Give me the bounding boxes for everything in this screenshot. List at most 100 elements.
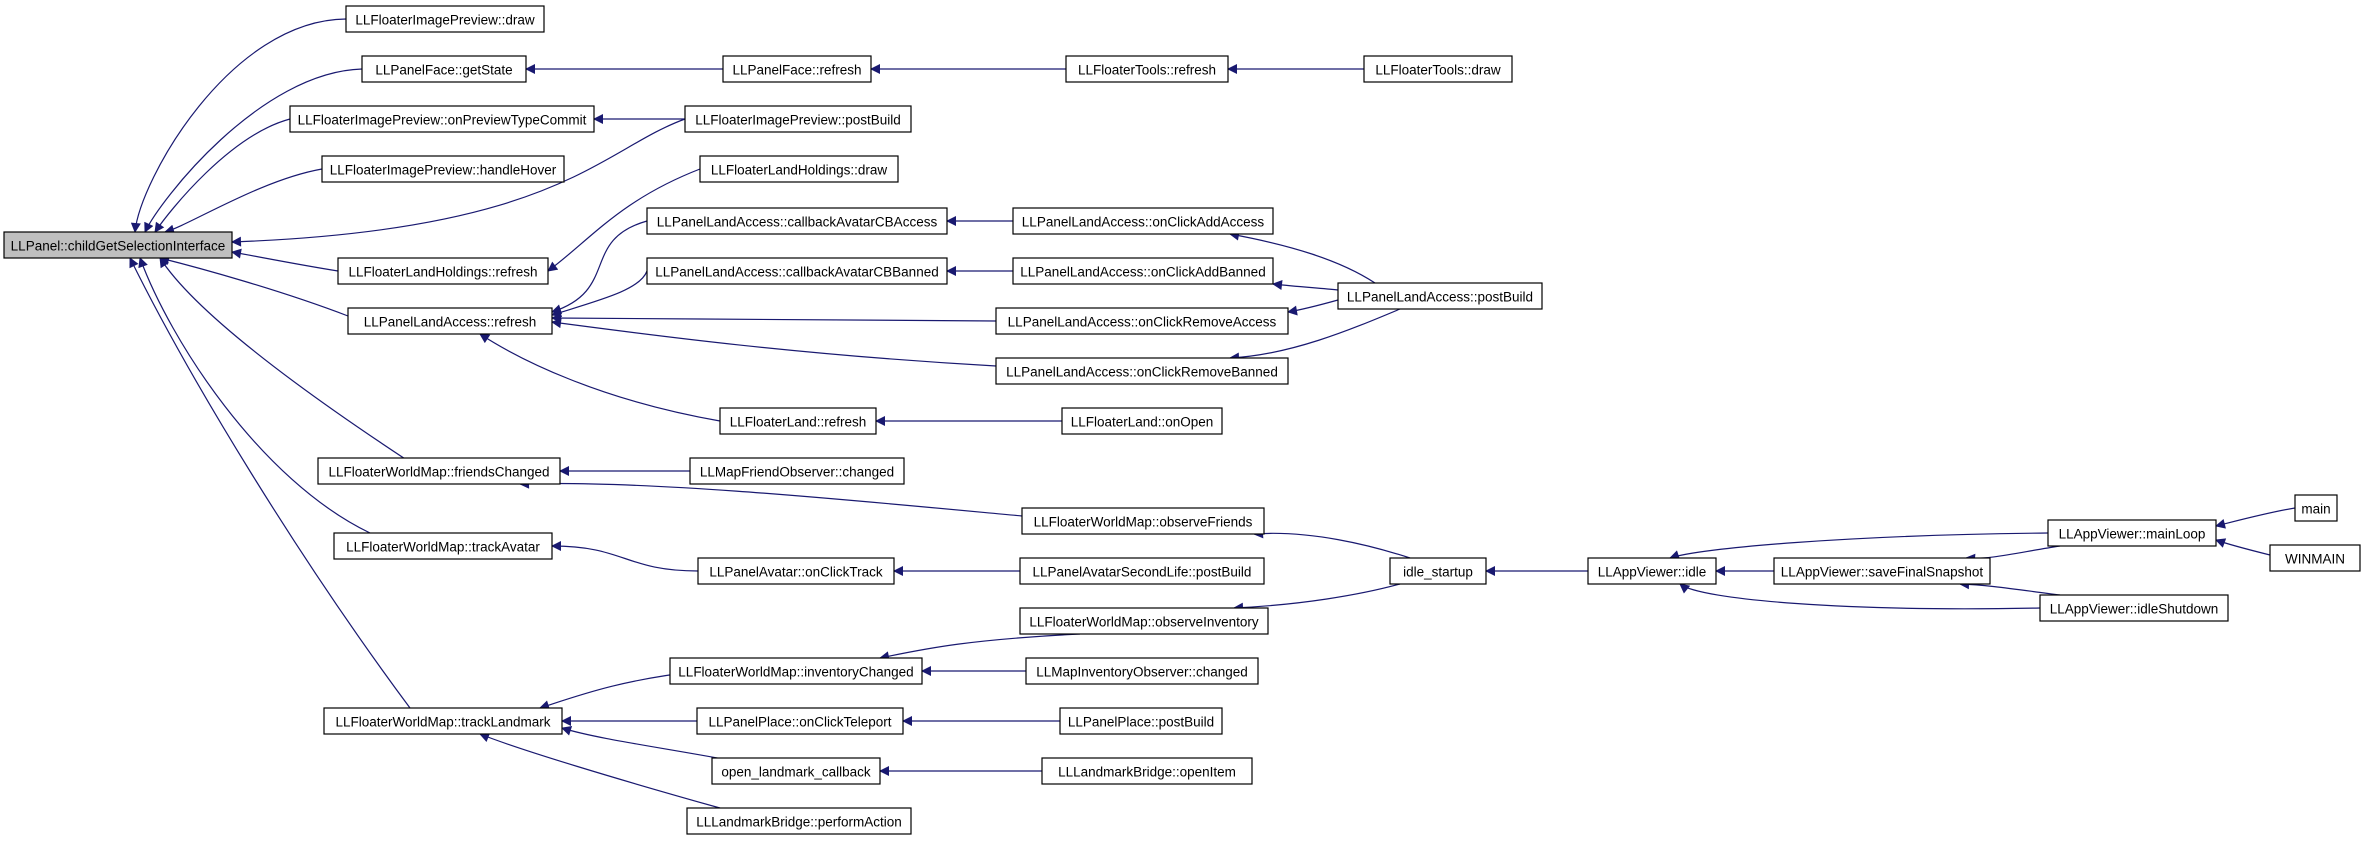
function-node[interactable]: LLPanelPlace::onClickTeleport [696,707,904,735]
call-edge-n9-to-n10 [547,168,701,272]
call-edge-n17-to-n16 [551,313,997,324]
node-box [321,155,565,183]
node-box [686,807,912,835]
function-node[interactable]: LLFloaterImagePreview::postBuild [684,105,912,133]
call-edge-n2-to-n0 [144,68,363,233]
call-edge-n16-to-n0 [159,255,349,317]
call-edge-n13-to-n16 [551,270,648,318]
node-box [1012,207,1274,235]
call-edge-n31-to-n30 [2215,507,2296,529]
function-node[interactable]: LLLandmarkBridge::openItem [1041,757,1253,785]
function-node[interactable]: LLPanelLandAccess::refresh [347,307,553,335]
node-label: LLPanelPlace::postBuild [1068,715,1214,730]
function-node[interactable]: LLFloaterTools::draw [1363,55,1513,83]
node-label: idle_startup [1403,565,1473,580]
function-node[interactable]: LLFloaterWorldMap::trackAvatar [333,532,553,560]
node-label: LLPanelLandAccess::onClickRemoveBanned [1006,365,1278,380]
function-node[interactable]: LLMapInventoryObserver::changed [1025,657,1259,685]
node-label: LLLandmarkBridge::openItem [1058,765,1236,780]
node-box [1773,557,1991,585]
function-node[interactable]: LLLandmarkBridge::performAction [686,807,912,835]
node-box [719,407,877,435]
function-node[interactable]: LLPanelAvatarSecondLife::postBuild [1019,557,1265,585]
function-node[interactable]: LLFloaterWorldMap::inventoryChanged [669,657,923,685]
call-edge-n1-to-n0 [130,18,347,233]
node-label: LLPanelAvatarSecondLife::postBuild [1033,565,1252,580]
node-box [1019,557,1265,585]
node-box [3,231,233,259]
node-box [1021,507,1265,535]
function-node[interactable]: LLFloaterLand::refresh [719,407,877,435]
function-node[interactable]: LLAppViewer::idle [1587,557,1717,585]
function-node[interactable]: LLFloaterWorldMap::observeFriends [1021,507,1265,535]
node-label: LLFloaterImagePreview::handleHover [330,163,557,178]
call-edge-n33-to-n29 [1959,579,2061,596]
node-label: LLFloaterLandHoldings::refresh [348,265,537,280]
function-node[interactable]: LLPanelLandAccess::onClickRemoveAccess [995,307,1289,335]
node-box [684,105,912,133]
function-node[interactable]: LLFloaterLandHoldings::refresh [337,257,549,285]
function-node[interactable]: LLFloaterWorldMap::friendsChanged [317,457,561,485]
node-box [2047,519,2217,547]
node-label: LLPanelLandAccess::refresh [364,315,537,330]
function-node[interactable]: LLPanelLandAccess::callbackAvatarCBAcces… [646,207,948,235]
function-node[interactable]: idle_startup [1389,557,1487,585]
function-node[interactable]: open_landmark_callback [711,757,881,785]
node-box [337,257,549,285]
node-label: LLFloaterImagePreview::onPreviewTypeComm… [298,113,587,128]
function-node[interactable]: LLPanelAvatar::onClickTrack [697,557,895,585]
function-node[interactable]: LLFloaterLand::onOpen [1061,407,1223,435]
function-node[interactable]: LLPanelFace::getState [361,55,527,83]
function-node[interactable]: LLPanelLandAccess::onClickAddAccess [1012,207,1274,235]
function-node[interactable]: WINMAIN [2269,544,2361,572]
node-label: open_landmark_callback [721,765,871,780]
call-edge-n15-to-n18 [1229,308,1401,363]
node-box [1025,657,1259,685]
node-label: LLFloaterWorldMap::inventoryChanged [678,665,913,680]
function-node[interactable]: LLFloaterWorldMap::trackLandmark [323,707,563,735]
function-node[interactable]: LLFloaterImagePreview::onPreviewTypeComm… [289,105,595,133]
call-edge-n6-to-n0 [154,118,291,233]
root-function-node[interactable]: LLPanel::childGetSelectionInterface [3,231,233,259]
function-node[interactable]: LLFloaterImagePreview::draw [345,5,545,33]
node-label: LLFloaterImagePreview::draw [355,13,535,28]
node-label: LLAppViewer::saveFinalSnapshot [1781,565,1984,580]
call-edge-n21-to-n0 [159,257,423,471]
function-node[interactable]: LLPanelLandAccess::onClickRemoveBanned [995,357,1289,385]
function-node[interactable]: LLPanelPlace::postBuild [1059,707,1223,735]
node-label: LLAppViewer::mainLoop [2059,527,2206,542]
function-node[interactable]: LLPanelLandAccess::onClickAddBanned [1012,257,1274,285]
node-label: LLPanel::childGetSelectionInterface [11,239,226,254]
function-node[interactable]: LLFloaterLandHoldings::draw [699,155,899,183]
function-node[interactable]: LLAppViewer::saveFinalSnapshot [1773,557,1991,585]
node-label: LLFloaterTools::draw [1375,63,1501,78]
function-node[interactable]: LLPanelFace::refresh [722,55,872,83]
node-label: LLAppViewer::idleShutdown [2050,602,2219,617]
function-node[interactable]: LLAppViewer::mainLoop [2047,519,2217,547]
node-label: LLPanelLandAccess::callbackAvatarCBBanne… [655,265,938,280]
function-node[interactable]: main [2294,494,2338,522]
node-box [289,105,595,133]
call-edge-n27-to-n34 [1233,583,1401,613]
node-label: LLPanelLandAccess::onClickAddBanned [1020,265,1265,280]
node-box [1041,757,1253,785]
call-edge-n15-to-n17 [1287,299,1339,316]
function-node[interactable]: LLAppViewer::idleShutdown [2039,594,2229,622]
function-node[interactable]: LLFloaterWorldMap::observeInventory [1019,607,1269,635]
call-edge-n37-to-n0 [129,257,411,709]
function-node[interactable]: LLFloaterTools::refresh [1065,55,1229,83]
call-edge-n42-to-n37 [479,732,721,809]
function-node[interactable]: LLFloaterImagePreview::handleHover [321,155,565,183]
node-box [333,532,553,560]
node-box [345,5,545,33]
node-label: LLFloaterWorldMap::friendsChanged [328,465,549,480]
node-box [697,557,895,585]
function-node[interactable]: LLPanelLandAccess::callbackAvatarCBBanne… [646,257,948,285]
node-label: LLFloaterWorldMap::observeInventory [1029,615,1259,630]
function-node[interactable]: LLPanelLandAccess::postBuild [1337,282,1543,310]
call-edge-n15-to-n14 [1272,280,1339,291]
call-edge-n15-to-n12 [1229,230,1376,284]
function-node[interactable]: LLMapFriendObserver::changed [689,457,905,485]
node-box [995,307,1289,335]
node-box [646,257,948,285]
